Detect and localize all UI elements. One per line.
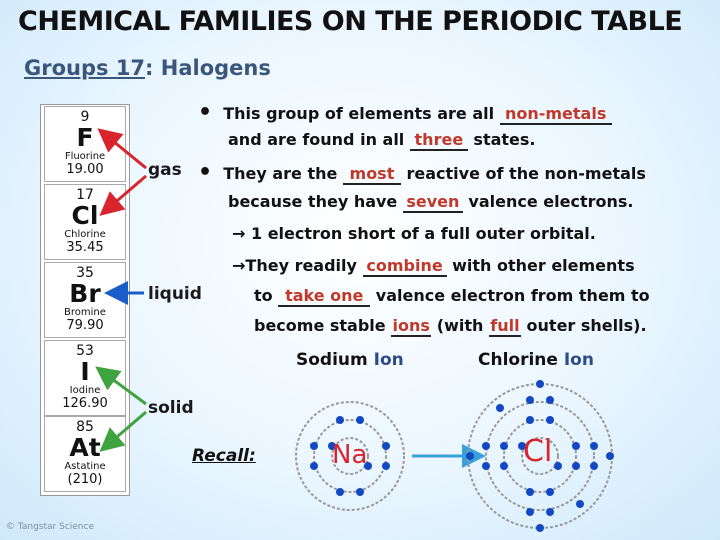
- text: outer shells).: [520, 316, 647, 335]
- bullet-2-line-6: become stable ions (with full outer shel…: [254, 316, 647, 337]
- element-name: Iodine: [69, 385, 101, 396]
- blank-answer: combine: [362, 256, 447, 277]
- element-symbol: At: [69, 433, 101, 462]
- text: They readily: [245, 256, 363, 275]
- text: to: [254, 286, 279, 305]
- subtitle-family: : Halogens: [145, 56, 271, 80]
- atomic-number: 17: [76, 187, 94, 203]
- gas-arrow-fluorine: [97, 128, 147, 170]
- atomic-number: 35: [76, 265, 94, 281]
- bullet-2-line-1: • They are the most reactive of the non-…: [198, 160, 646, 185]
- electron-dots: [466, 380, 614, 532]
- text: Chlorine: [478, 350, 558, 370]
- text: reactive of the non-metals: [400, 164, 646, 183]
- atomic-number: 53: [76, 343, 94, 359]
- arrow-icon: →: [232, 224, 251, 243]
- element-name: Astatine: [64, 461, 106, 472]
- bullet-2-line-2: because they have seven valence electron…: [228, 192, 633, 213]
- text: and are found in all: [228, 130, 410, 149]
- element-tile-bromine: 35 Br Bromine 79.90: [44, 262, 126, 338]
- state-label-gas: gas: [148, 160, 182, 180]
- chlorine-ion-label: Chlorine Ion: [478, 350, 594, 370]
- text: valence electron from them to: [370, 286, 650, 305]
- text: become stable: [254, 316, 392, 335]
- element-symbol: F: [76, 123, 94, 152]
- sodium-ion-label: Sodium Ion: [296, 350, 404, 370]
- atomic-mass: 35.45: [66, 240, 104, 255]
- text: They are the: [223, 164, 343, 183]
- element-tile-iodine: 53 I Iodine 126.90: [44, 340, 126, 416]
- blank-answer: non-metals: [499, 104, 612, 125]
- sodium-nucleus-symbol: Na: [332, 440, 368, 470]
- element-tile-chlorine: 17 Cl Chlorine 35.45: [44, 184, 126, 260]
- recall-label: Recall:: [192, 446, 256, 466]
- solid-arrow-iodine: [95, 366, 147, 406]
- text: with other elements: [446, 256, 635, 275]
- bullet-1-line-1: • This group of elements are all non-met…: [198, 100, 612, 125]
- element-name: Chlorine: [64, 229, 106, 240]
- atomic-number: 9: [80, 109, 90, 125]
- text: This group of elements are all: [223, 104, 500, 123]
- text: because they have: [228, 192, 403, 211]
- element-name: Fluorine: [64, 151, 106, 162]
- bullet-2-line-3: → 1 electron short of a full outer orbit…: [232, 224, 596, 243]
- element-symbol: Br: [69, 279, 101, 308]
- text: valence electrons.: [462, 192, 634, 211]
- blank-answer: take one: [278, 286, 371, 307]
- bullet-2-line-4: →They readily combine with other element…: [232, 256, 635, 277]
- text: states.: [467, 130, 536, 149]
- state-label-solid: solid: [148, 398, 194, 418]
- atomic-mass: (210): [67, 472, 103, 487]
- blank-answer: most: [342, 164, 401, 185]
- element-tile-fluorine: 9 F Fluorine 19.00: [44, 106, 126, 182]
- chlorine-nucleus-symbol: Cl: [523, 434, 553, 469]
- arrow-icon: →: [232, 256, 246, 275]
- text: Ion: [367, 350, 404, 370]
- element-name: Bromine: [64, 307, 106, 318]
- page-title: CHEMICAL FAMILIES ON THE PERIODIC TABLE: [18, 6, 683, 37]
- atomic-mass: 126.90: [62, 396, 108, 411]
- sodium-ion-diagram: [295, 401, 405, 511]
- blank-answer: seven: [402, 192, 463, 213]
- copyright-text: © Tangstar Science: [6, 522, 94, 532]
- state-label-liquid: liquid: [148, 284, 202, 304]
- bullet-dot: •: [198, 160, 213, 185]
- atomic-mass: 79.90: [66, 318, 104, 333]
- page-subtitle: Groups 17: Halogens: [24, 56, 271, 80]
- gas-arrow-chlorine: [99, 174, 147, 216]
- element-symbol: Cl: [71, 201, 99, 230]
- element-symbol: I: [80, 357, 90, 386]
- atomic-mass: 19.00: [66, 162, 104, 177]
- subtitle-group: Groups 17: [24, 56, 146, 80]
- bullet-dot: •: [198, 100, 213, 125]
- text: Ion: [557, 350, 594, 370]
- chlorine-ion-diagram: [466, 380, 614, 532]
- bullet-2-line-5: to take one valence electron from them t…: [254, 286, 650, 307]
- blank-answer: ions: [391, 316, 432, 337]
- text: 1 electron short of a full outer orbital…: [250, 224, 596, 243]
- electron-dots: [310, 416, 390, 496]
- bullet-1-line-2: and are found in all three states.: [228, 130, 536, 151]
- text: (with: [431, 316, 489, 335]
- blank-answer: three: [409, 130, 468, 151]
- atomic-number: 85: [76, 419, 94, 435]
- solid-arrow-astatine: [99, 410, 147, 452]
- text: Sodium: [296, 350, 368, 370]
- blank-answer: full: [488, 316, 521, 337]
